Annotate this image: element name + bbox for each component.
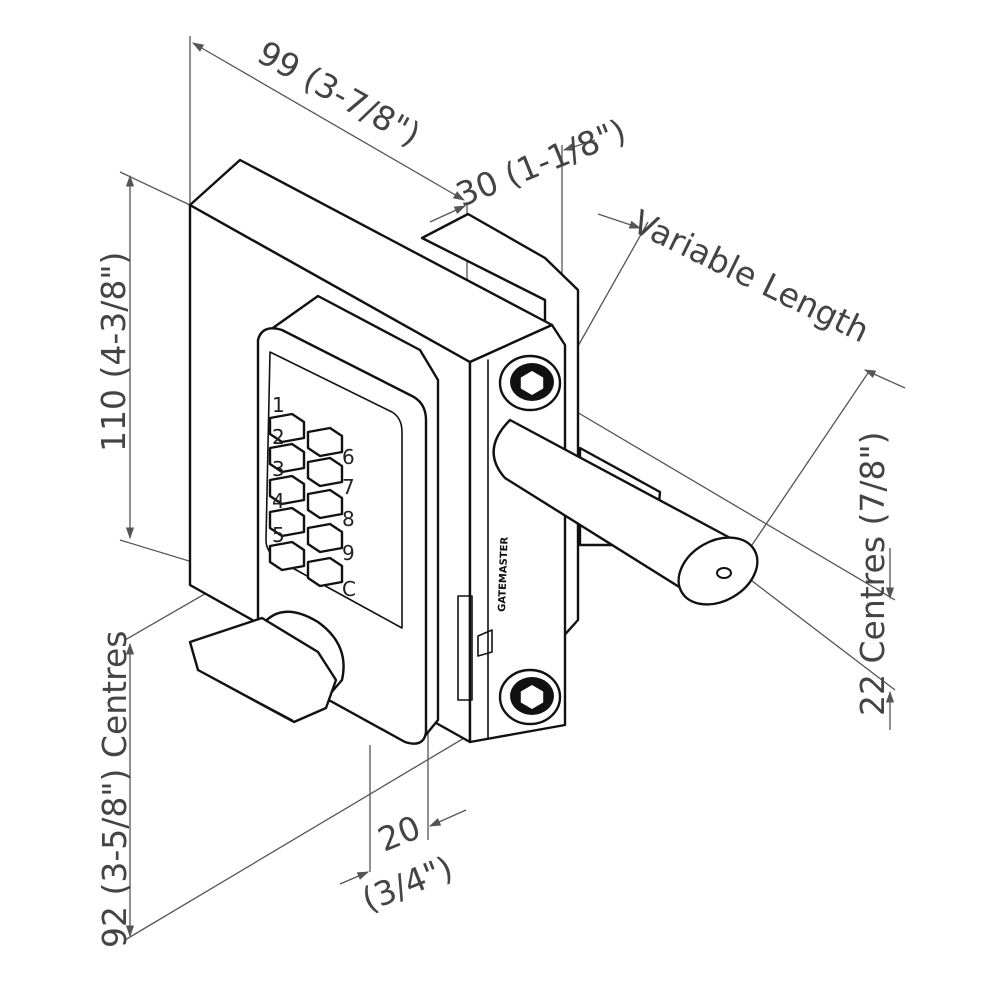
depth-dimension: 30 (1-1/8") (450, 111, 631, 214)
spindle-centres-dimension: 22 Centres (7/8") (853, 431, 892, 716)
thumb-turn[interactable] (188, 610, 345, 724)
key-2[interactable]: 2 (268, 425, 306, 474)
key-label: C (342, 577, 356, 601)
dimension-lines (125, 42, 906, 938)
key-7[interactable]: 7 (306, 456, 355, 499)
key-label: 1 (272, 393, 285, 417)
bottom-bolt (498, 668, 562, 726)
key-c[interactable]: C (306, 556, 356, 601)
key-label: 2 (272, 425, 285, 449)
keypad: 1 2 3 4 5 6 7 8 (268, 393, 356, 601)
key-4[interactable]: 4 (268, 489, 306, 538)
handle-centres-dimension: 92 (3-5/8") Centres (95, 631, 134, 948)
key-6[interactable]: 6 (306, 426, 355, 469)
key-label: 8 (342, 507, 355, 531)
key-label: 5 (272, 523, 285, 547)
key-3[interactable]: 3 (268, 457, 306, 506)
key-label: 9 (342, 541, 355, 565)
width-dimension: 99 (3-7/8") (251, 33, 427, 154)
height-dimension: 110 (4-3/8") (94, 252, 133, 452)
key-label: 4 (272, 489, 285, 513)
key-label: 6 (342, 445, 355, 469)
offset-mm-dimension: 20 (372, 808, 426, 860)
key-5[interactable]: 5 (268, 523, 306, 572)
offset-in-dimension: (3/4") (356, 848, 458, 919)
key-9[interactable]: 9 (306, 522, 355, 565)
spindle (492, 418, 759, 606)
key-1[interactable]: 1 (268, 393, 306, 444)
key-8[interactable]: 8 (306, 488, 355, 531)
brand-label: GATEMASTER (497, 536, 511, 612)
key-label: 3 (272, 457, 285, 481)
top-bolt (498, 354, 562, 412)
key-label: 7 (342, 475, 355, 499)
spindle-length-dimension: Variable Length (626, 202, 875, 350)
